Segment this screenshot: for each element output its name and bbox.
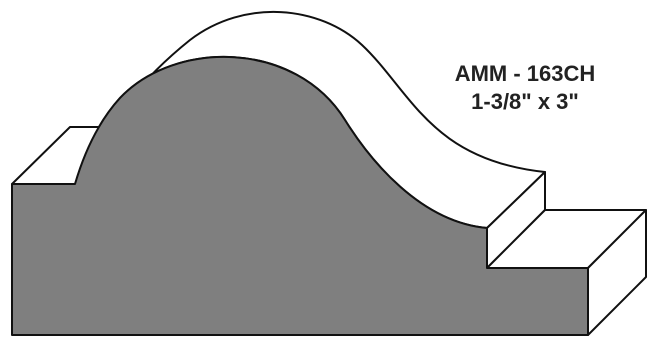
model-number-label: AMM - 163CH	[454, 61, 596, 86]
profile-front-face	[11, 55, 589, 336]
dimensions-label: 1-3/8" x 3"	[471, 89, 579, 114]
profile-label: AMM - 163CH 1-3/8" x 3"	[420, 60, 630, 116]
